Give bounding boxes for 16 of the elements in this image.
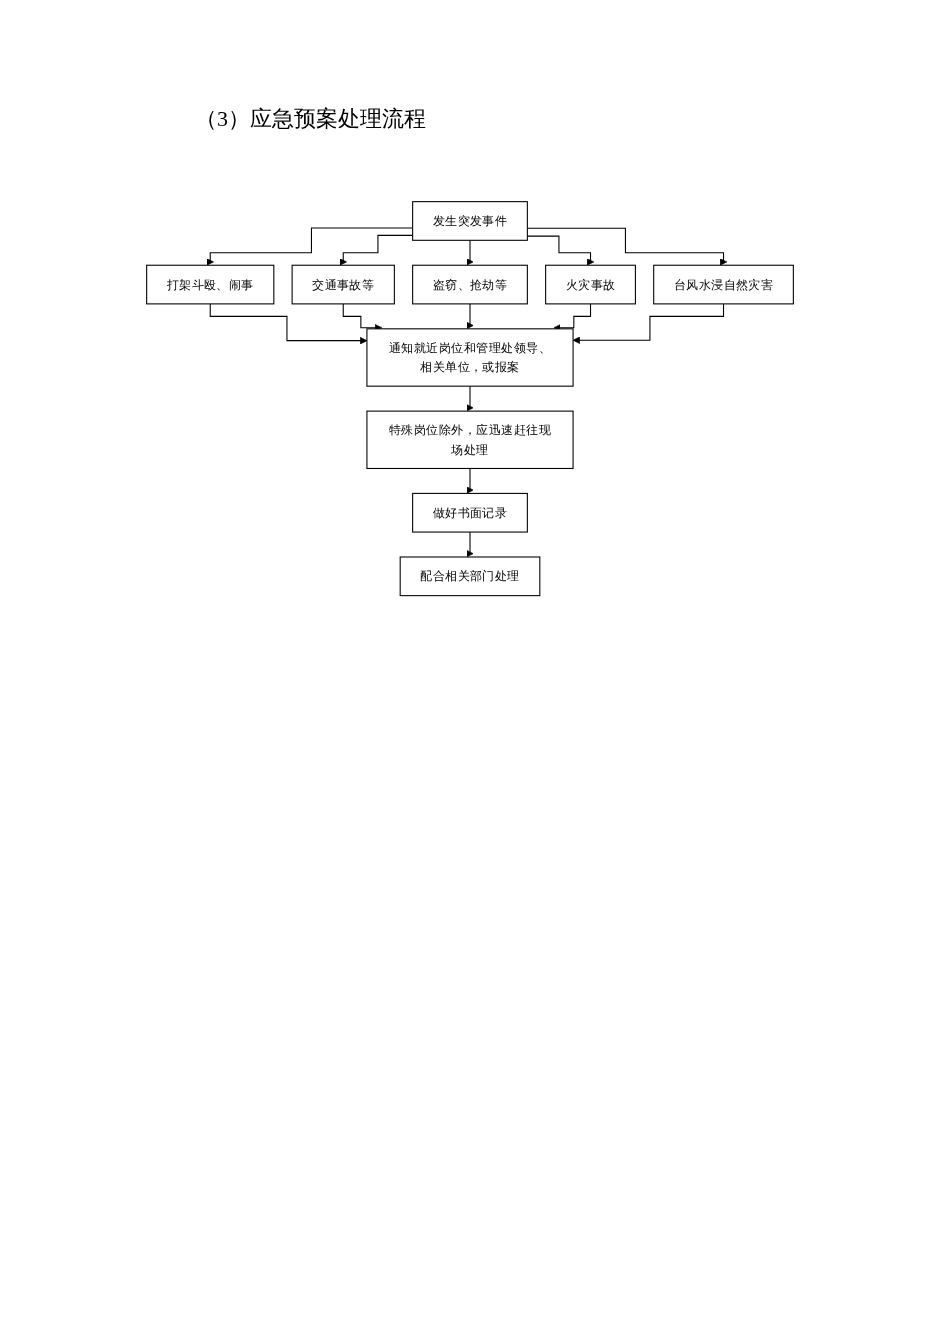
node-box: 打架斗殴、闹事 bbox=[146, 264, 275, 305]
arrow bbox=[466, 239, 474, 266]
diagram-title: （3）应急预案处理流程 bbox=[195, 105, 426, 133]
node-box: 特殊岗位除外，应迅速赶往现场处理 bbox=[366, 410, 574, 469]
node-box: 发生突发事件 bbox=[412, 201, 528, 241]
node-box: 通知就近岗位和管理处领导、相关单位，或报案 bbox=[366, 328, 574, 387]
node-box: 台风水浸自然灾害 bbox=[653, 264, 794, 305]
node-box: 配合相关部门处理 bbox=[399, 556, 541, 597]
node-box: 交通事故等 bbox=[291, 264, 395, 305]
arrow bbox=[466, 467, 474, 494]
arrow bbox=[466, 303, 474, 330]
arrow bbox=[466, 531, 474, 558]
node-box: 火灾事故 bbox=[545, 264, 636, 305]
arrow bbox=[466, 385, 474, 412]
node-box: 做好书面记录 bbox=[412, 492, 528, 533]
node-box: 盗窃、抢劫等 bbox=[412, 264, 528, 305]
